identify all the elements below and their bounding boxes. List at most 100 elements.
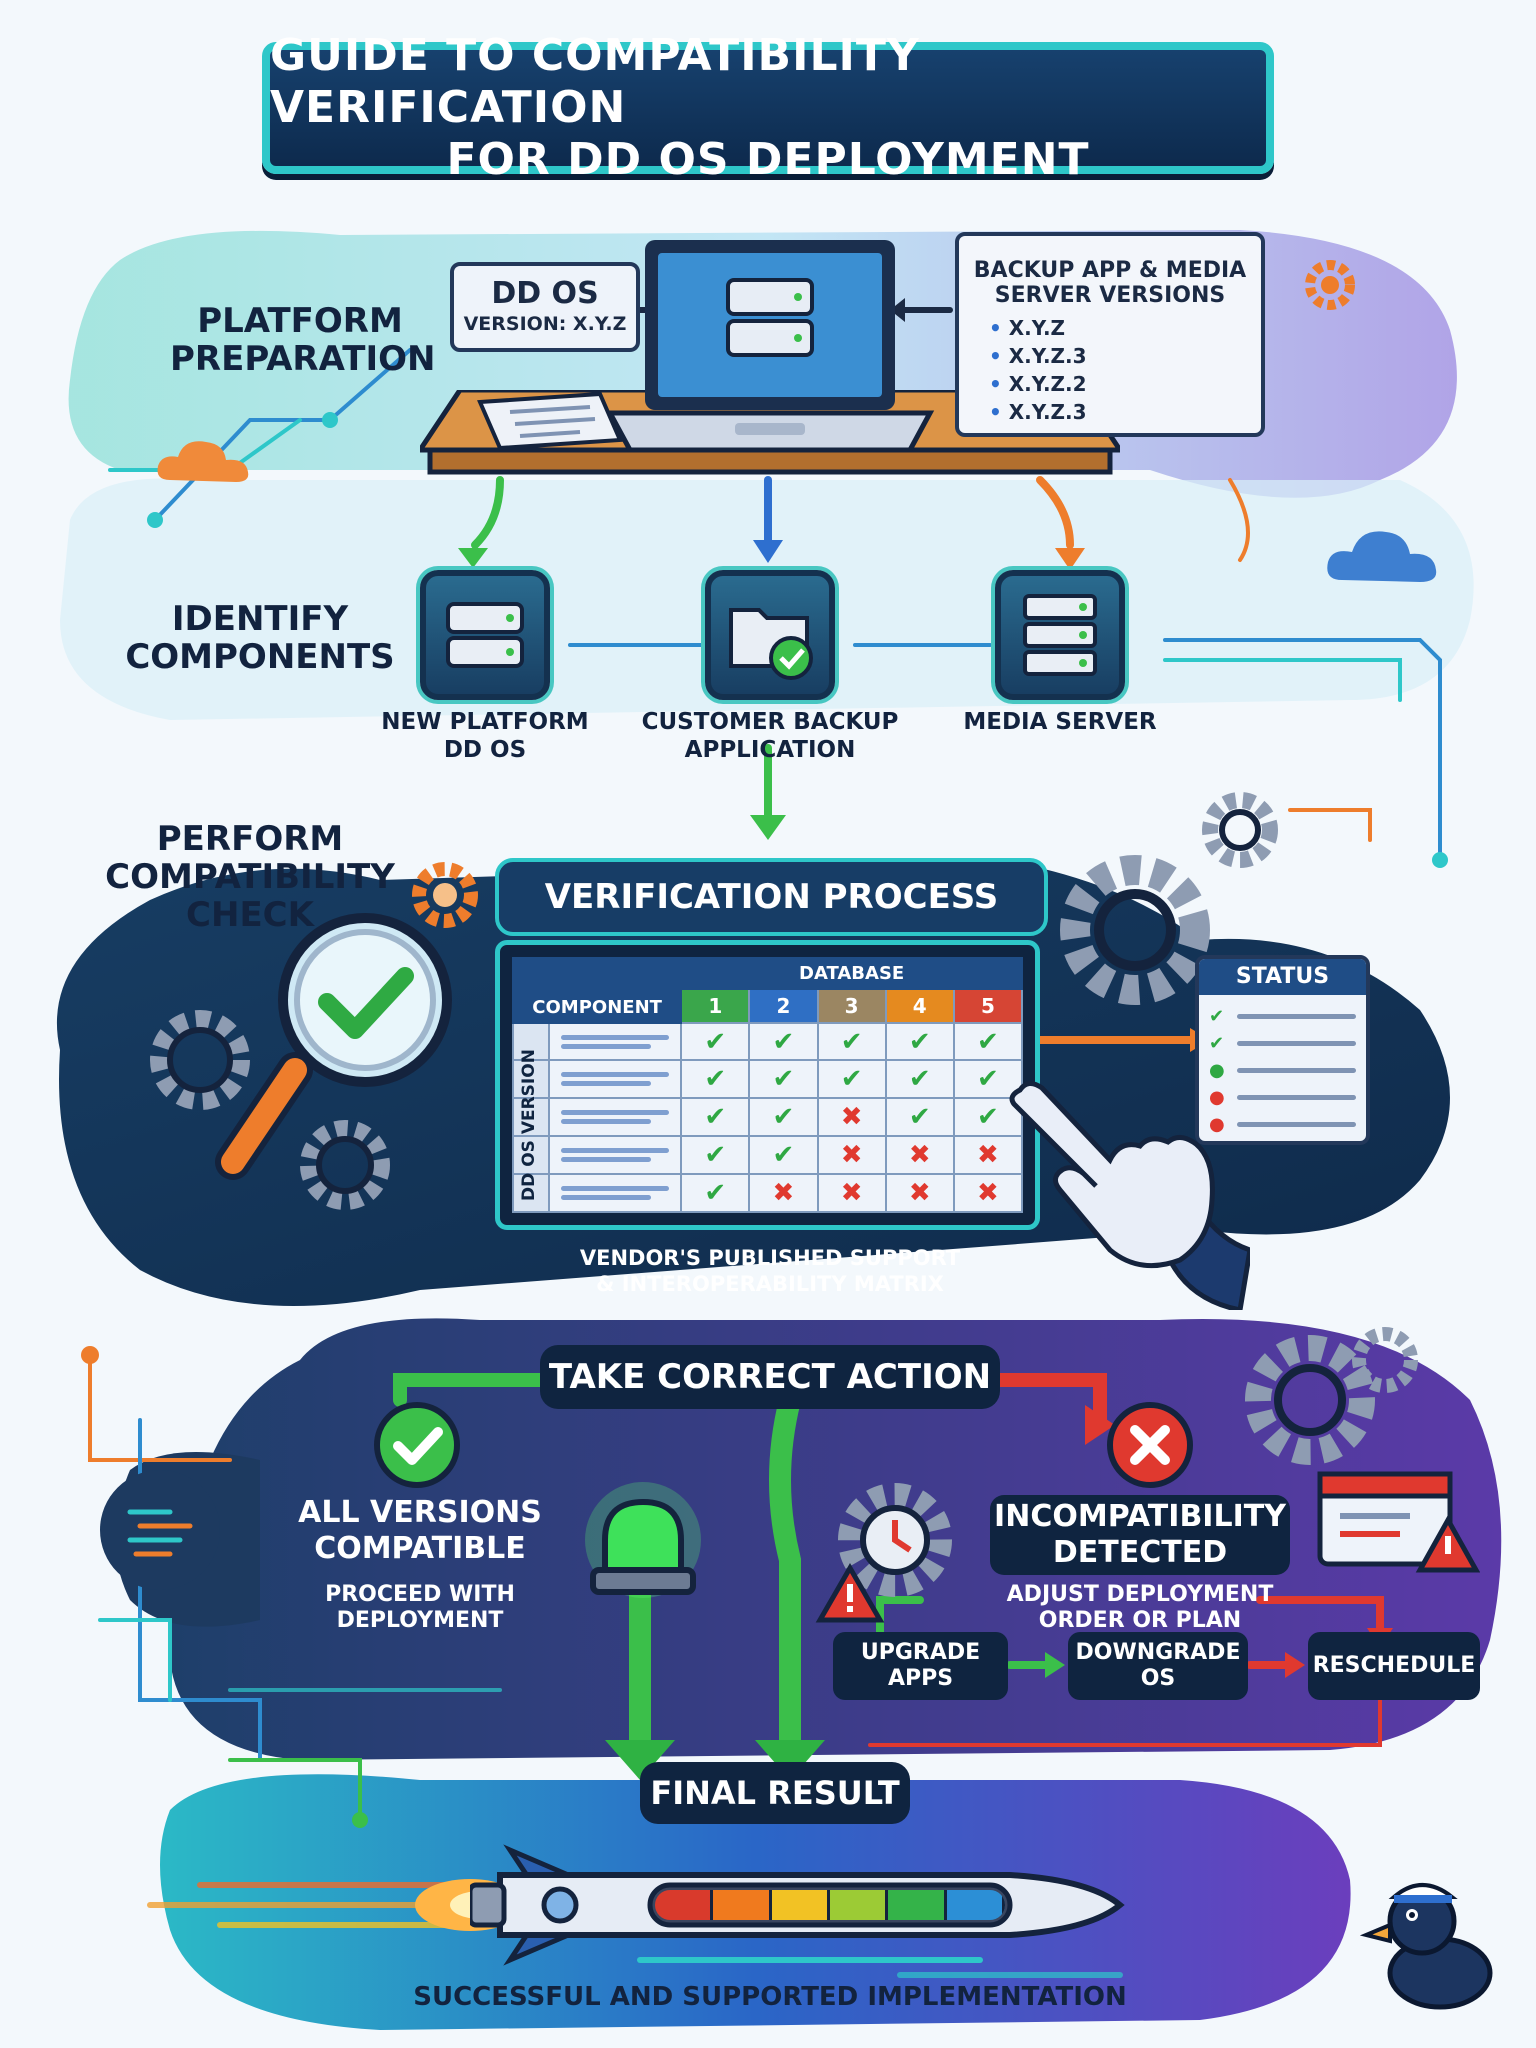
- check-icon: ✔: [816, 1021, 887, 1062]
- matrix-column-header: 4: [884, 988, 955, 1024]
- component-row-label: [548, 1097, 683, 1138]
- pointing-hand-icon: [1000, 1070, 1253, 1313]
- check-icon: ✔: [1209, 1006, 1225, 1027]
- take-action-title: TAKE CORRECT ACTION: [540, 1345, 1000, 1409]
- status-item: ●: [1209, 1084, 1356, 1111]
- duck-mascot-icon: [1359, 1855, 1500, 2015]
- matrix-column-header: 1: [680, 988, 751, 1024]
- check-icon: ✔: [748, 1021, 819, 1062]
- proceed-deployment-text: PROCEED WITH DEPLOYMENT: [325, 1582, 515, 1633]
- status-item: ●: [1209, 1057, 1356, 1084]
- adjust-plan-text: ADJUST DEPLOYMENT ORDER OR PLAN: [1006, 1582, 1274, 1633]
- check-icon: ✔: [748, 1097, 819, 1138]
- status-title: STATUS: [1199, 959, 1366, 995]
- progress-segment: [713, 1890, 772, 1920]
- cross-icon: ✖: [816, 1173, 887, 1213]
- cross-icon: ✖: [884, 1135, 955, 1176]
- backup-title-line1: BACKUP APP & MEDIA: [973, 258, 1247, 283]
- platform-server-icon: [420, 570, 550, 700]
- gear-icon: [1300, 255, 1360, 315]
- backup-versions-callout: BACKUP APP & MEDIA SERVER VERSIONS • X.Y…: [955, 232, 1265, 437]
- all-compatible-heading: ALL VERSIONS COMPATIBLE: [298, 1495, 542, 1566]
- matrix-row: ✔✔✔✔✔: [511, 1059, 1024, 1100]
- check-icon: ✔: [748, 1059, 819, 1100]
- gear-icon: [1195, 785, 1285, 875]
- row-axis-cell: [511, 1173, 551, 1213]
- progress-segment: [829, 1890, 889, 1920]
- check-icon: ✔: [680, 1173, 751, 1213]
- gear-icon: [290, 1110, 400, 1220]
- matrix-row: ✔✔✖✔✔: [511, 1097, 1024, 1138]
- ddos-title: DD OS: [491, 276, 599, 311]
- title-line1: GUIDE TO COMPATIBILITY VERIFICATION: [270, 30, 920, 133]
- magnifier-check-icon: [215, 900, 495, 1200]
- version-item: • X.Y.Z.2: [989, 372, 1087, 396]
- media-server-icon: [995, 570, 1125, 700]
- cross-icon: ✖: [952, 1135, 1024, 1176]
- status-item: ●: [1209, 1111, 1356, 1138]
- green-light-icon: [583, 1480, 703, 1610]
- component-label-media: MEDIA SERVER: [963, 709, 1157, 735]
- check-icon: ✔: [952, 1021, 1024, 1062]
- matrix-row: ✔✔✔✔✔: [511, 1021, 1024, 1062]
- status-item: ✔: [1209, 1003, 1356, 1030]
- check-icon: ✔: [748, 1135, 819, 1176]
- deployment-progress-bar: [655, 1890, 1005, 1920]
- check-icon: ✔: [816, 1059, 887, 1100]
- gear-icon: [140, 1000, 260, 1120]
- row-axis-cell: [511, 1059, 551, 1100]
- platform-preparation-label: PLATFORM PREPARATION: [170, 301, 436, 379]
- code-window-icon: [100, 1470, 220, 1590]
- check-icon: ✔: [884, 1059, 955, 1100]
- gear-icon: [1240, 1320, 1420, 1480]
- matrix-column-header: 3: [816, 988, 887, 1024]
- component-row-label: [548, 1021, 683, 1062]
- component-header: COMPONENT: [511, 957, 683, 1024]
- cross-icon: ✖: [884, 1173, 955, 1213]
- matrix-column-header: 5: [952, 988, 1024, 1024]
- version-item: • X.Y.Z: [989, 316, 1066, 340]
- incompatibility-heading: INCOMPATIBILITY DETECTED: [990, 1495, 1290, 1575]
- component-row-label: [548, 1135, 683, 1176]
- status-dot-icon: ●: [1209, 1087, 1225, 1108]
- final-caption: SUCCESSFUL AND SUPPORTED IMPLEMENTATION: [413, 1982, 1127, 2012]
- row-axis-label: DD OS VERSION: [519, 1049, 539, 1201]
- timer-gear-icon: [810, 1480, 960, 1630]
- check-icon: ✔: [680, 1135, 751, 1176]
- identify-components-label: IDENTIFY COMPONENTS: [125, 599, 395, 677]
- progress-segment: [771, 1890, 830, 1920]
- status-dot-icon: ●: [1209, 1060, 1225, 1081]
- database-header: DATABASE: [680, 956, 1023, 991]
- check-icon: ✔: [680, 1097, 751, 1138]
- success-check-icon: [372, 1400, 462, 1490]
- check-icon: ✔: [680, 1021, 751, 1062]
- cloud-icon: [150, 430, 260, 490]
- reschedule-option: RESCHEDULE: [1308, 1632, 1480, 1700]
- cloud-icon: [1320, 520, 1450, 590]
- final-result-title: FINAL RESULT: [640, 1762, 910, 1824]
- backup-folder-check-icon: [705, 570, 835, 700]
- matrix-column-header: 2: [748, 988, 819, 1024]
- gear-icon: [1050, 845, 1220, 1015]
- version-item: • X.Y.Z.3: [989, 344, 1087, 368]
- cross-icon: ✖: [748, 1173, 819, 1213]
- component-row-label: [548, 1173, 683, 1213]
- ddos-version-callout: DD OS VERSION: X.Y.Z: [450, 262, 640, 352]
- check-icon: ✔: [952, 1059, 1024, 1100]
- status-item: ✔: [1209, 1030, 1356, 1057]
- progress-segment: [946, 1890, 1005, 1920]
- matrix-caption: VENDOR'S PUBLISHED SUPPORT & INTEROPERAB…: [579, 1246, 961, 1296]
- cross-icon: ✖: [816, 1135, 887, 1176]
- check-icon: ✔: [884, 1097, 955, 1138]
- progress-segment: [888, 1890, 947, 1920]
- version-item: • X.Y.Z.3: [989, 400, 1087, 424]
- cross-icon: ✖: [816, 1097, 887, 1138]
- row-axis-cell: [511, 1097, 551, 1138]
- ddos-version: VERSION: X.Y.Z: [463, 313, 627, 335]
- compatibility-check-label: PERFORM COMPATIBILITY CHECK: [105, 819, 395, 935]
- matrix-row: ✔✔✖✖✖: [511, 1135, 1024, 1176]
- error-cross-icon: [1105, 1400, 1195, 1490]
